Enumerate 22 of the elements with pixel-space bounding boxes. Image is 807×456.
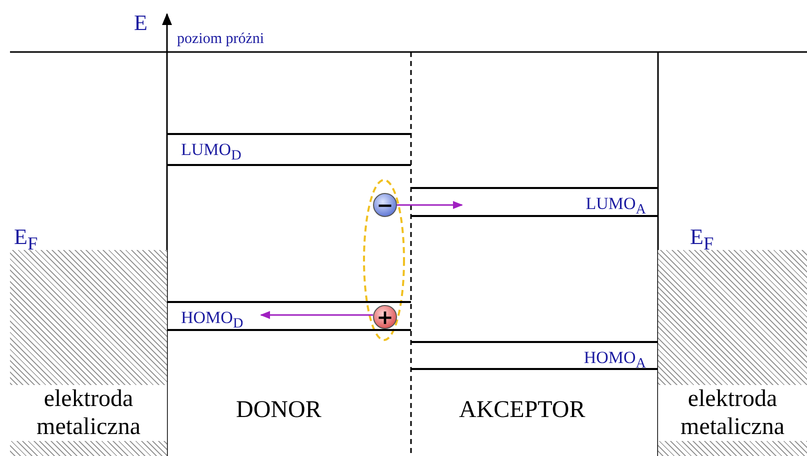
metal-electrode [10,250,167,456]
energy-level-band [411,187,658,217]
region-label: AKCEPTOR [459,397,586,424]
electron-circle: − [373,193,397,217]
vacuum-level-label: poziom próżni [177,31,264,48]
arrow [260,311,373,319]
electrode-label: elektroda metaliczna [658,385,807,441]
level-label: HOMO$_{D}$ [181,308,244,332]
metal-electrode [658,250,807,456]
region-label: DONOR [236,397,322,424]
level-label: LUMO$_{A}$ [586,194,646,218]
hole-circle: + [373,305,397,329]
energy-level-band [411,341,658,370]
axis-label: E [134,10,148,36]
fermi-level-label: E$_{F}$ [690,224,714,254]
level-label: HOMO$_{A}$ [584,348,646,372]
energy-level-band [167,133,411,166]
level-label: LUMO$_{D}$ [181,140,242,164]
fermi-level-label: E$_{F}$ [14,224,38,254]
electrode-label: elektroda metaliczna [10,385,167,441]
energy-level-band [167,301,411,331]
arrow [397,201,463,209]
